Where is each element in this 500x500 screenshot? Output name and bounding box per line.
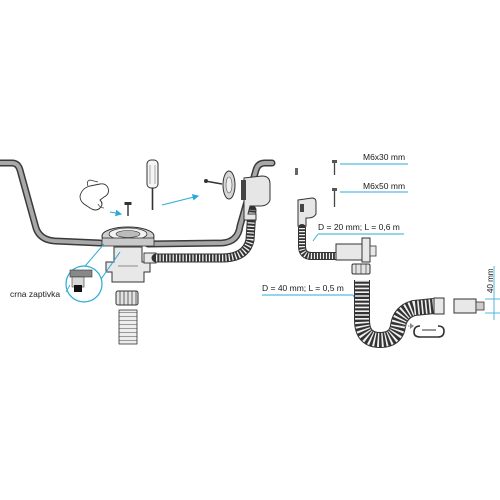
drain-body [105,246,157,283]
wall-pipe [453,298,485,314]
drain-nut [115,290,139,306]
sink-basin [0,159,276,248]
drain-hose-label: D = 40 mm; L = 0,5 m [262,283,344,293]
overflow-fitting [241,175,271,221]
height-dimension [485,266,500,320]
corrugated-pipe-short [118,309,138,345]
overflow-cap [204,170,236,200]
arrow-icon [402,323,414,329]
u-trap-hose [354,280,435,349]
screw-m6x30 [332,160,408,175]
screwdriver-icon [146,159,159,210]
overflow-hose-label: D = 20 mm; L = 0,6 m [318,222,400,232]
center-screw [124,202,132,216]
overflow-hose [298,224,340,260]
hose-clip [413,325,445,338]
overflow-hose-leader-tick [312,233,319,242]
strainer-flange [101,226,155,247]
spacer-small [295,168,298,175]
gasket-detail [65,243,121,303]
overflow-elbow [297,197,317,227]
hose-connector [433,297,445,315]
drain-tee [335,237,377,263]
hand-icon [79,179,109,211]
gasket-label: crna zaptivka [10,289,60,299]
height-dimension-label: 40 mm [486,268,495,293]
screw-m6x50 [332,188,408,207]
screw-m6x30-label: M6x30 mm [363,152,405,162]
drain-nut-right [351,263,371,275]
overflow-hose-left [151,205,257,263]
screw-m6x50-label: M6x50 mm [363,181,405,191]
arrow-icon [109,194,200,217]
